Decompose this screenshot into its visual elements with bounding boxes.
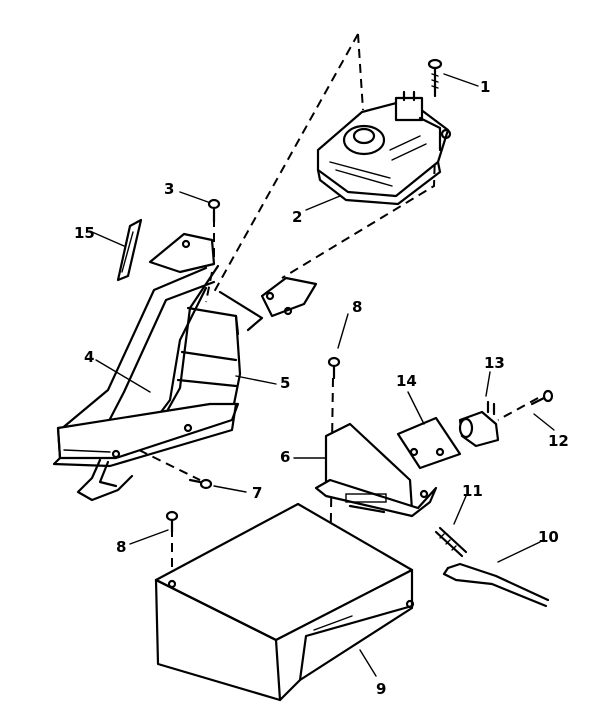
callout-9: 9 <box>376 680 386 698</box>
callout-3: 3 <box>164 180 174 198</box>
part-15-clip <box>116 218 143 282</box>
part-8-screw-upper <box>327 356 341 380</box>
callout-5: 5 <box>280 374 290 392</box>
part-12-screw <box>530 389 554 406</box>
part-7-screw <box>188 478 213 490</box>
callout-13: 13 <box>484 354 505 372</box>
part-10-rod <box>442 562 550 608</box>
callout-1: 1 <box>480 78 490 96</box>
part-13-switch <box>458 400 500 448</box>
part-1-screw <box>427 58 443 98</box>
callout-2: 2 <box>292 208 302 226</box>
callout-14: 14 <box>396 372 417 390</box>
part-8-screw-lower <box>165 510 179 534</box>
callout-8-upper: 8 <box>352 298 362 316</box>
leader-lines <box>91 73 555 677</box>
callout-12: 12 <box>548 432 569 450</box>
callout-10: 10 <box>538 528 559 546</box>
part-4-5-bracket-assembly <box>52 232 318 502</box>
part-2-motor-assembly <box>316 90 452 206</box>
callout-7: 7 <box>252 484 262 502</box>
callout-labels: 1 2 3 4 5 6 7 8 8 9 10 11 12 13 14 15 <box>74 78 569 698</box>
part-6-plate <box>314 422 438 518</box>
callout-6: 6 <box>280 448 290 466</box>
callout-11: 11 <box>462 482 483 500</box>
part-14-plate <box>396 416 462 470</box>
part-3-screw <box>207 198 221 224</box>
part-11-spring <box>434 526 468 558</box>
callout-8-lower: 8 <box>116 538 126 556</box>
part-9-tray <box>154 502 415 702</box>
callout-4: 4 <box>84 348 94 366</box>
callout-15: 15 <box>74 224 95 242</box>
